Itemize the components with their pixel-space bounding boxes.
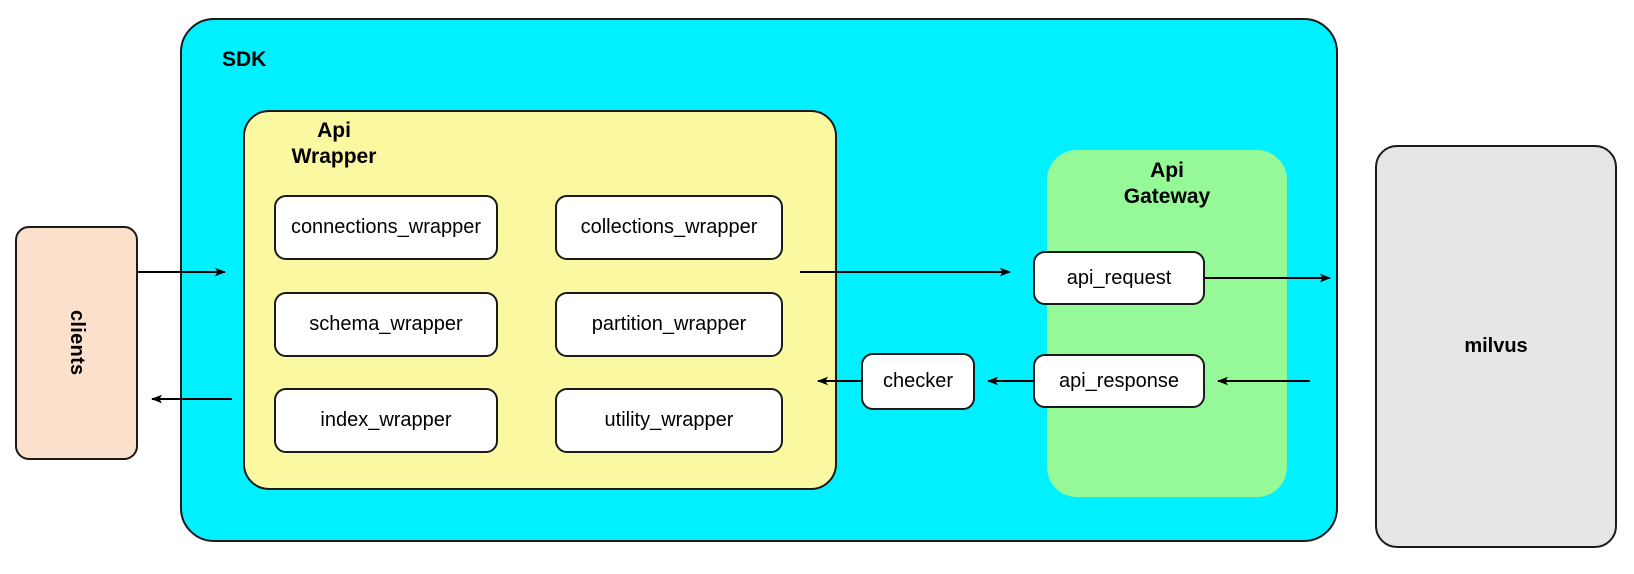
collections-wrapper-box[interactable]: collections_wrapper [555, 195, 783, 260]
api-response-label: api_response [1058, 369, 1180, 392]
clients-label: clients [66, 310, 88, 376]
connections-wrapper-label: connections_wrapper [290, 216, 482, 238]
checker-box[interactable]: checker [861, 353, 975, 410]
api-gateway-label: Api Gateway [1123, 159, 1211, 208]
sdk-label: SDK [222, 48, 267, 71]
connections-wrapper-box[interactable]: connections_wrapper [274, 195, 498, 260]
api-response-box[interactable]: api_response [1033, 354, 1205, 408]
schema-wrapper-box[interactable]: schema_wrapper [274, 292, 498, 357]
partition-wrapper-box[interactable]: partition_wrapper [555, 292, 783, 357]
index-wrapper-box[interactable]: index_wrapper [274, 388, 498, 453]
utility-wrapper-box[interactable]: utility_wrapper [555, 388, 783, 453]
milvus-label: milvus [1464, 335, 1528, 357]
index-wrapper-label: index_wrapper [320, 409, 452, 431]
clients-box[interactable]: clients [15, 226, 138, 460]
schema-wrapper-label: schema_wrapper [309, 313, 463, 335]
partition-wrapper-label: partition_wrapper [591, 313, 747, 335]
checker-label: checker [882, 370, 954, 392]
utility-wrapper-label: utility_wrapper [604, 409, 734, 431]
milvus-box[interactable]: milvus [1375, 145, 1617, 548]
api-gateway-container[interactable]: Api Gateway [1047, 150, 1287, 497]
api-request-box[interactable]: api_request [1033, 251, 1205, 305]
collections-wrapper-label: collections_wrapper [580, 216, 758, 238]
api-request-label: api_request [1066, 266, 1172, 289]
api-wrapper-label: Api Wrapper [291, 119, 377, 168]
